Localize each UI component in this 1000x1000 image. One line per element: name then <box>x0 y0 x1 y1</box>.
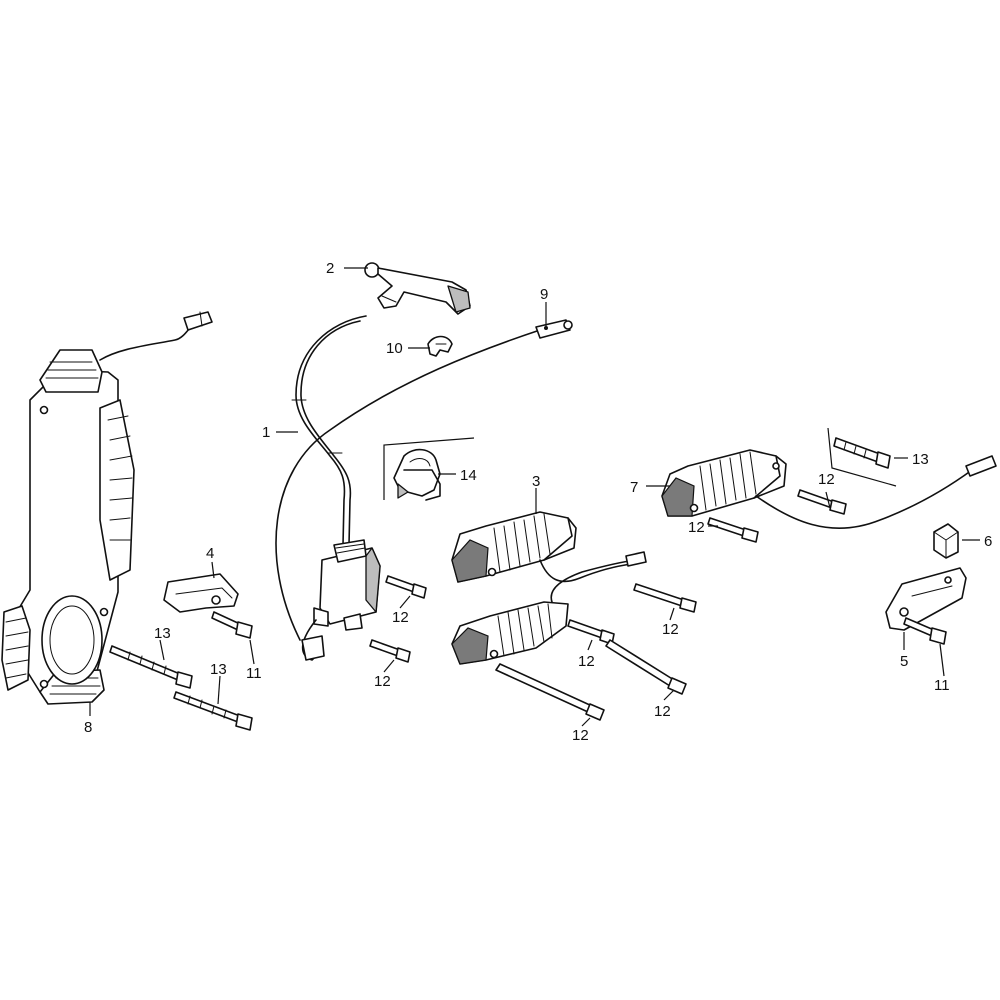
callout-11-right: 11 <box>934 677 950 694</box>
callout-12-a: 12 <box>662 621 679 638</box>
bolt-13-stator-upper <box>109 645 193 689</box>
callout-leaders <box>89 267 980 727</box>
callout-13-upper-right: 13 <box>912 451 929 468</box>
bolt-11-left <box>211 611 253 639</box>
stator-assembly <box>1 311 213 705</box>
bolt-11-right <box>903 617 947 645</box>
bracket-upper <box>163 573 239 613</box>
callout-11-left: 11 <box>246 665 262 682</box>
bolt-13-stator-lower <box>173 691 253 731</box>
ignition-coil <box>291 315 381 661</box>
callout-1: 1 <box>262 424 270 441</box>
bolt-12-coil-upper <box>385 575 427 599</box>
callout-12-e: 12 <box>688 519 705 536</box>
callout-13-stator-upper: 13 <box>154 625 171 642</box>
callout-14: 14 <box>460 467 477 484</box>
bolt-12-a <box>633 583 697 613</box>
callout-7: 7 <box>630 479 638 496</box>
bolt-13-upper-right <box>827 427 897 487</box>
callout-8: 8 <box>84 719 92 736</box>
callout-12-coil-upper: 12 <box>392 609 409 626</box>
bolt-12-coil-lower <box>369 639 411 663</box>
harness-clamp <box>383 437 475 501</box>
wire-clip-small <box>427 335 453 357</box>
charge-coil-wiring <box>539 551 647 603</box>
charge-coil-upper <box>451 511 577 583</box>
callout-13-stator-lower: 13 <box>210 661 227 678</box>
callout-10: 10 <box>386 340 403 357</box>
clip-nut <box>933 523 959 559</box>
charge-coil-lower <box>451 601 569 665</box>
callout-12-coil-lower: 12 <box>374 673 391 690</box>
spark-plug-cap <box>364 262 471 315</box>
callout-2: 2 <box>326 260 334 277</box>
callout-4: 4 <box>206 545 214 562</box>
bolt-12-f <box>797 489 847 515</box>
callout-labels: 2 9 10 1 14 3 7 4 13 11 13 8 12 12 12 12… <box>84 260 992 744</box>
callout-3: 3 <box>532 473 540 490</box>
exciter-coil <box>661 449 997 529</box>
bolt-12-b <box>567 619 615 645</box>
callout-12-c: 12 <box>654 703 671 720</box>
callout-5: 5 <box>900 653 908 670</box>
callout-6: 6 <box>984 533 992 550</box>
callout-9: 9 <box>540 286 548 303</box>
callout-12-f: 12 <box>818 471 835 488</box>
bolt-12-d <box>495 663 605 721</box>
callout-12-b: 12 <box>578 653 595 670</box>
bolt-12-c <box>605 639 687 695</box>
bolt-12-e <box>707 517 759 543</box>
mounting-plate <box>885 567 967 631</box>
callout-12-d: 12 <box>572 727 589 744</box>
stop-switch-wire <box>275 319 573 641</box>
